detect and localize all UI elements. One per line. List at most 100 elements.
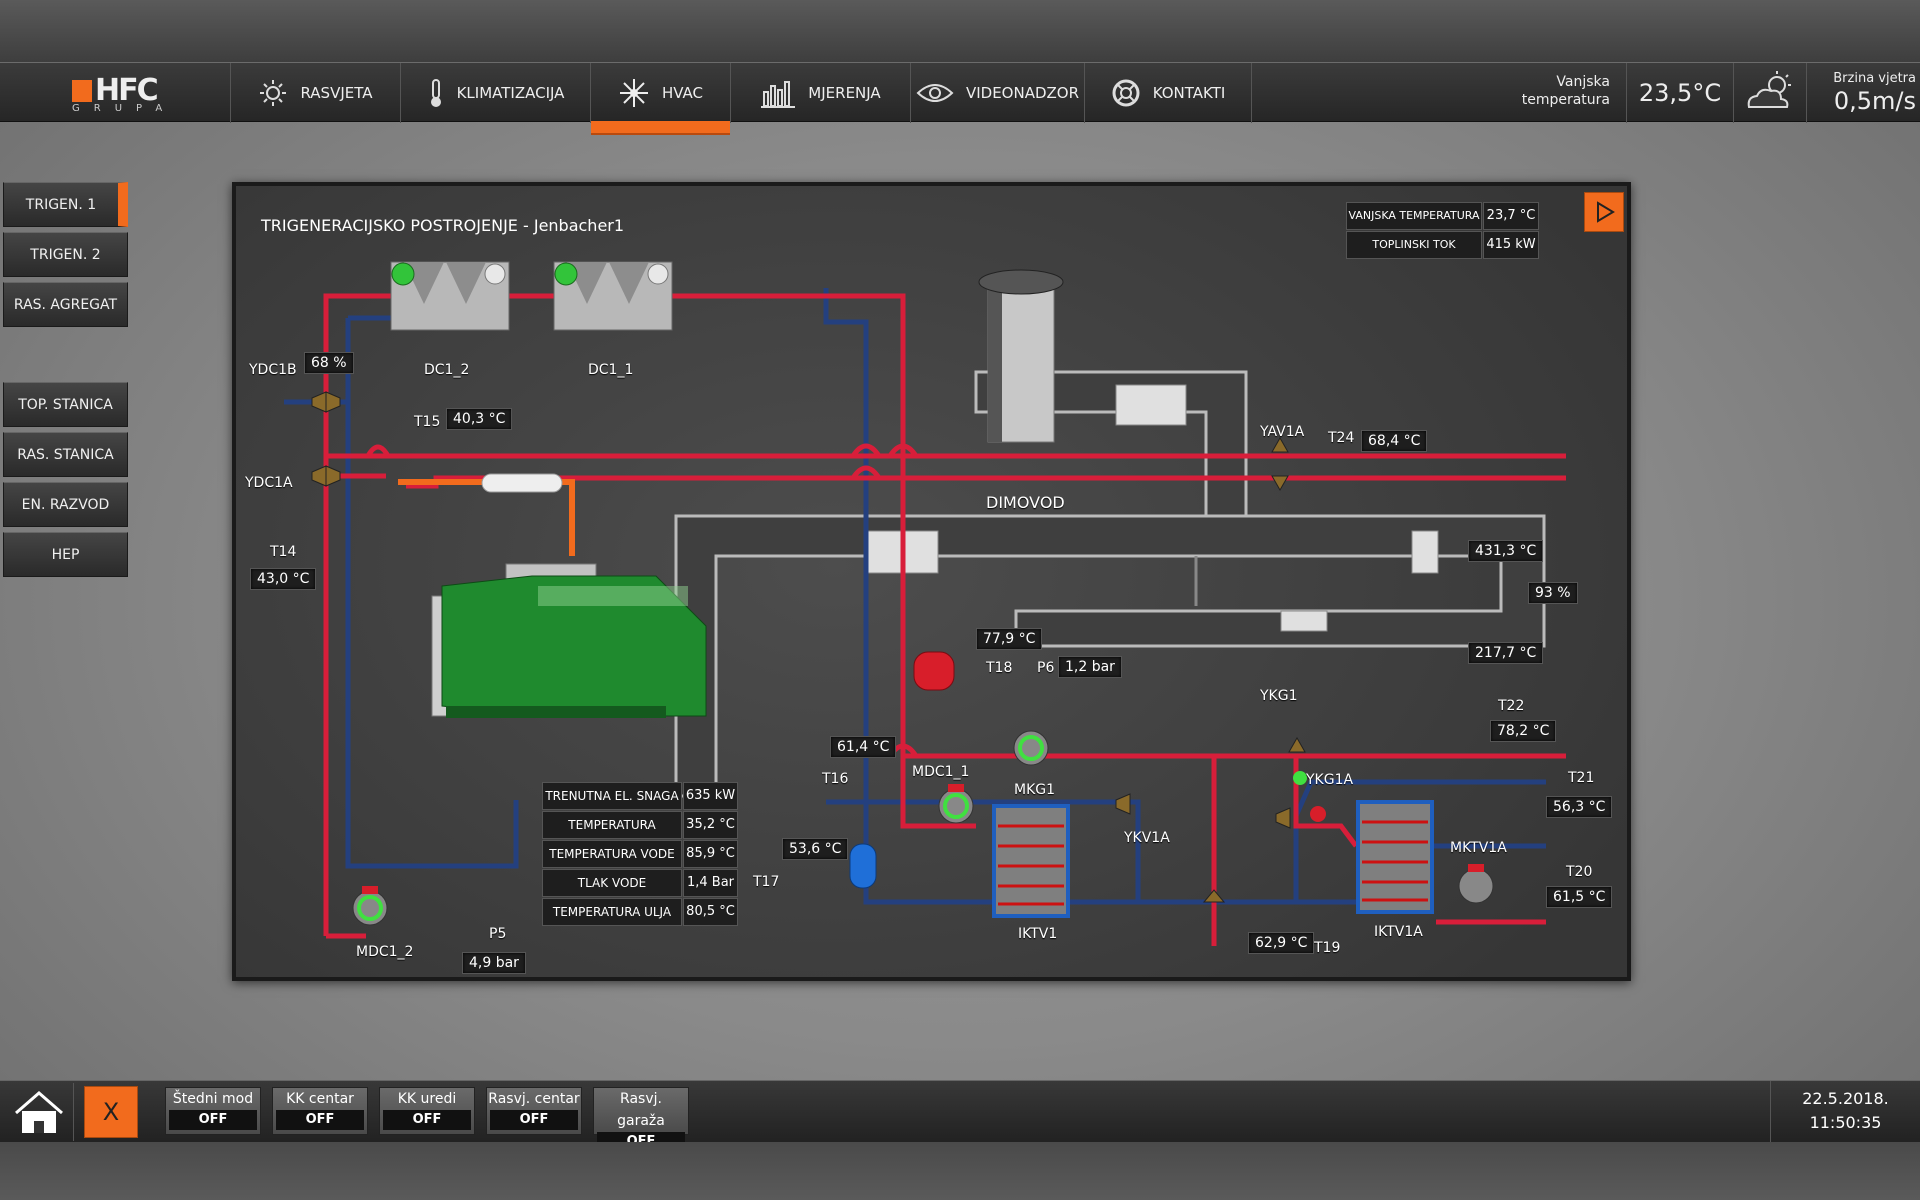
sidebar-item-hep[interactable]: HEP: [3, 532, 128, 577]
label-mktv1a[interactable]: MKTV1A: [1450, 840, 1507, 856]
nav-kontakti[interactable]: KONTAKTI: [1085, 63, 1252, 123]
toggle-kk-centar[interactable]: KK centar OFF: [272, 1087, 368, 1135]
engine-key: TEMPERATURA: [542, 811, 682, 839]
toggle-state: OFF: [169, 1110, 257, 1130]
toggle-rasvj-centar[interactable]: Rasvj. centar OFF: [486, 1087, 582, 1135]
nav-klimatizacija[interactable]: KLIMATIZACIJA: [401, 63, 591, 123]
summary-value: 415 kW: [1483, 231, 1539, 259]
label-mdc1-2[interactable]: MDC1_2: [356, 944, 414, 960]
play-icon: [1597, 201, 1615, 223]
sidebar-item-ras-stanica[interactable]: RAS. STANICA: [3, 432, 128, 477]
valve-ydc1b: [311, 391, 341, 413]
t17-value: 53,6 °C: [782, 838, 849, 860]
nav-hvac[interactable]: HVAC: [591, 63, 731, 135]
label-t22: T22: [1498, 698, 1525, 714]
nav-mjerenja[interactable]: MJERENJA: [731, 63, 911, 123]
label-ykg1a[interactable]: YKG1A: [1306, 772, 1354, 788]
label-t14: T14: [270, 544, 297, 560]
partly-cloudy-icon: [1735, 63, 1807, 123]
eye-icon: [916, 84, 954, 102]
t16-value: 61,4 °C: [830, 736, 897, 758]
valve-bottom: [1202, 889, 1226, 903]
engine-value: 635 kW: [683, 782, 738, 810]
label-mkg1[interactable]: MKG1: [1014, 782, 1056, 798]
panel-title: TRIGENERACIJSKO POSTROJENJE - Jenbacher1: [261, 216, 625, 235]
valve-ykg1: [1288, 736, 1306, 753]
toggle-state: OFF: [490, 1110, 578, 1130]
engine-value: 85,9 °C: [683, 840, 738, 868]
nav-label: RASVJETA: [300, 84, 373, 102]
temp-77-value: 77,9 °C: [976, 628, 1043, 650]
nav-label: KLIMATIZACIJA: [456, 84, 565, 102]
bottom-bar: X Štedni mod OFF KK centar OFF KK uredi …: [0, 1080, 1920, 1152]
home-button[interactable]: [4, 1083, 74, 1141]
play-button[interactable]: [1584, 192, 1624, 232]
valve-ykv1a: [1115, 793, 1131, 815]
flue-percent: 93 %: [1528, 582, 1578, 604]
sidebar-item-ras-agregat[interactable]: RAS. AGREGAT: [3, 282, 128, 327]
sidebar-item-en-razvod[interactable]: EN. RAZVOD: [3, 482, 128, 527]
toggle-title: KK uredi: [397, 1091, 457, 1107]
summary-key: VANJSKA TEMPERATURA: [1346, 202, 1482, 230]
bar-chart-icon: [761, 81, 796, 108]
label-dc1-1: DC1_1: [588, 362, 634, 378]
lifebuoy-icon: [1112, 79, 1140, 107]
pump-mkg1: [1013, 730, 1049, 766]
t19-value: 62,9 °C: [1248, 932, 1315, 954]
label-ydc1b[interactable]: YDC1B: [249, 362, 297, 378]
jenbacher-engine: [431, 563, 707, 718]
sidebar-item-trigen-1[interactable]: TRIGEN. 1: [3, 182, 128, 227]
engine-value: 35,2 °C: [683, 811, 738, 839]
expansion-vessel-red: [913, 651, 955, 691]
label-t17: T17: [753, 874, 780, 890]
toggle-rasvj-garaza[interactable]: Rasvj. garaža OFF: [593, 1087, 689, 1152]
bottom-strip: [0, 1142, 1920, 1200]
label-ykv1a[interactable]: YKV1A: [1124, 830, 1170, 846]
logo-subtitle: GRUPA: [72, 103, 177, 114]
t22-value: 78,2 °C: [1490, 720, 1557, 742]
wind-speed-label: Brzina vjetra: [1833, 71, 1916, 86]
nav-label: MJERENJA: [808, 84, 881, 102]
heat-exchanger-iktv1: [992, 804, 1070, 918]
nav-label: KONTAKTI: [1152, 84, 1226, 102]
thermometer-icon: [430, 79, 441, 107]
toggle-stedni-mod[interactable]: Štedni mod OFF: [165, 1087, 261, 1135]
heat-exchanger-iktv1a: [1356, 800, 1434, 914]
nav-rasvjeta[interactable]: RASVJETA: [231, 63, 401, 123]
trigeneration-panel: TRIGENERACIJSKO POSTROJENJE - Jenbacher1…: [232, 182, 1631, 981]
close-button[interactable]: X: [84, 1086, 138, 1138]
sidebar-item-top-stanica[interactable]: TOP. STANICA: [3, 382, 128, 427]
label-t18: T18: [986, 660, 1013, 676]
t24-value: 68,4 °C: [1361, 430, 1428, 452]
t14-value: 43,0 °C: [250, 568, 317, 590]
nav-videonadzor[interactable]: VIDEONADZOR: [911, 63, 1085, 123]
label-t16: T16: [822, 771, 849, 787]
t21-value: 56,3 °C: [1546, 796, 1613, 818]
ydc1b-position: 68 %: [304, 352, 354, 374]
valve-yav1a: [1271, 436, 1289, 492]
label-t21: T21: [1568, 770, 1595, 786]
label-mdc1-1[interactable]: MDC1_1: [912, 764, 970, 780]
label-iktv1: IKTV1: [1018, 926, 1058, 942]
label-ykg1[interactable]: YKG1: [1260, 688, 1298, 704]
toggle-kk-uredi[interactable]: KK uredi OFF: [379, 1087, 475, 1135]
toggle-title: KK centar: [286, 1091, 354, 1107]
hfc-logo[interactable]: HFC GRUPA: [0, 63, 231, 123]
engine-key: TLAK VODE: [542, 869, 682, 897]
label-p5: P5: [489, 926, 507, 942]
engine-key: TRENUTNA EL. SNAGA: [542, 782, 682, 810]
date-time: 22.5.2018. 11:50:35: [1770, 1081, 1920, 1143]
valve-ykg1a: [1275, 807, 1291, 829]
p6-value: 1,2 bar: [1058, 656, 1122, 678]
sidebar-item-trigen-2[interactable]: TRIGEN. 2: [3, 232, 128, 277]
engine-key: TEMPERATURA ULJA: [542, 898, 682, 926]
label-yav1a[interactable]: YAV1A: [1260, 424, 1305, 440]
pump-mdc1-1: [938, 784, 974, 824]
label-ydc1a[interactable]: YDC1A: [245, 475, 293, 491]
